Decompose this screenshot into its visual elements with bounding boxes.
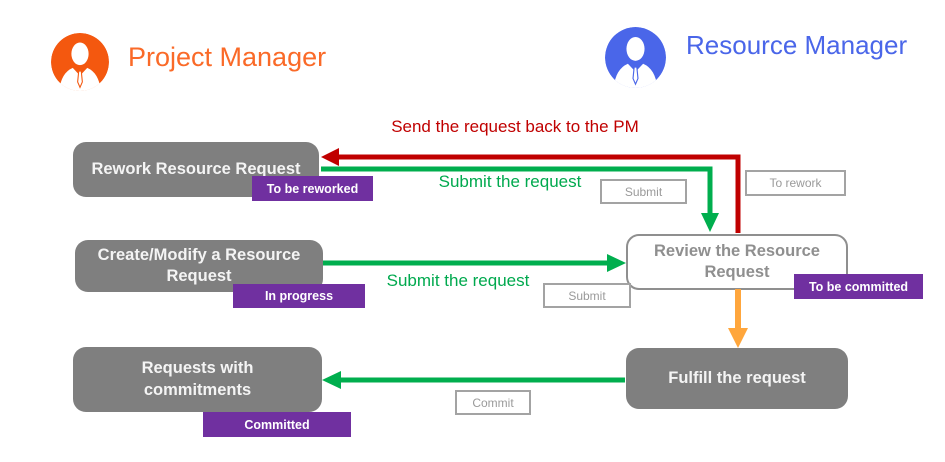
node-fulfill-request: Fulfill the request [626,348,848,409]
label-submit-request-mid: Submit the request [386,271,530,290]
node-label: Review the Resource Request [654,241,820,281]
label-submit-request-top: Submit the request [438,172,582,191]
arrowhead-left [322,371,341,389]
edge-review-to-fulfill [728,289,748,348]
node-label: Requests with commitments [141,359,254,399]
edge-submit-create [323,254,626,272]
arrowhead-down [728,328,748,348]
commit-button[interactable]: Commit [455,390,531,415]
arrowhead-left [321,148,339,166]
to-rework-button[interactable]: To rework [745,170,846,196]
arrowhead-right [607,254,626,272]
status-badge-to-be-reworked: To be reworked [252,176,373,201]
status-badge-to-be-committed: To be committed [794,274,923,299]
status-badge-committed: Committed [203,412,351,437]
submit-button-mid[interactable]: Submit [543,283,631,308]
arrowhead-down [701,213,719,232]
node-create-modify-request: Create/Modify a Resource Request [75,240,323,292]
project-manager-avatar [51,33,109,91]
resource-manager-title: Resource Manager [686,30,908,60]
label-send-back-to-pm: Send the request back to the PM [391,117,639,136]
businessman-icon [59,42,101,91]
edge-commit-to-requests [322,371,625,389]
submit-button-top[interactable]: Submit [600,179,687,204]
node-label: Create/Modify a Resource Request [97,245,301,285]
node-label: Fulfill the request [668,368,806,387]
status-badge-in-progress: In progress [233,284,365,308]
node-requests-with-commitments: Requests with commitments [73,347,322,412]
resource-manager-avatar [605,27,666,88]
project-manager-title: Project Manager [128,42,327,72]
node-label: Rework Resource Request [91,159,301,178]
businessman-icon [613,37,658,88]
